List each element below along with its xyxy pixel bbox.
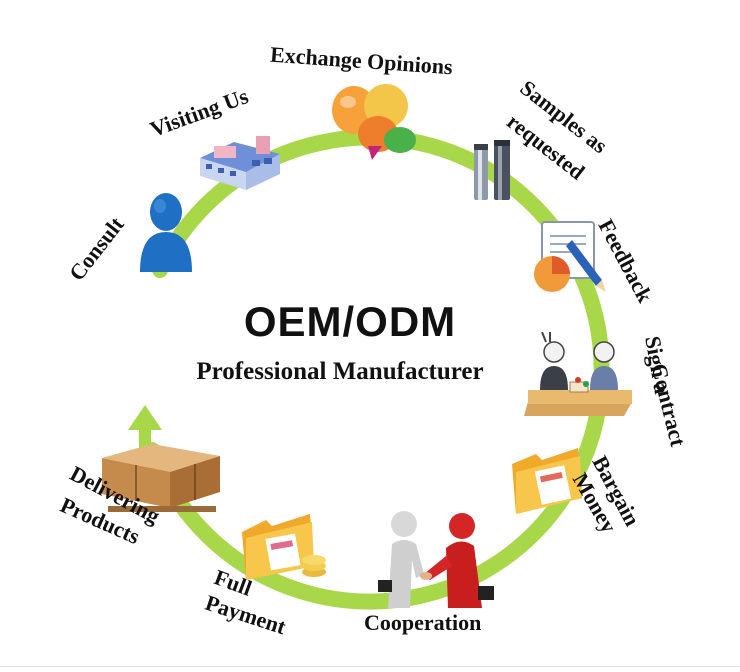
bottom-divider: [0, 666, 740, 667]
folder-payment-icon: [242, 514, 326, 580]
center-title: OEM/ODM: [243, 298, 457, 345]
clipboard-chart-icon: [534, 221, 606, 292]
person-icon: [140, 193, 192, 272]
boxes-icon: [102, 444, 220, 512]
handshake-icon: [378, 511, 494, 608]
step-cooperation: Cooperation: [364, 610, 482, 635]
tubes-icon: [474, 140, 510, 200]
center-subtitle: Professional Manufacturer: [196, 358, 484, 385]
chat-bubbles-icon: [332, 84, 416, 160]
ring-arrow-head: [128, 405, 162, 430]
contract-meeting-icon: [524, 332, 632, 416]
folder-icon: [512, 448, 582, 514]
building-icon: [200, 136, 280, 190]
ring-arrow-stem: [139, 428, 151, 448]
